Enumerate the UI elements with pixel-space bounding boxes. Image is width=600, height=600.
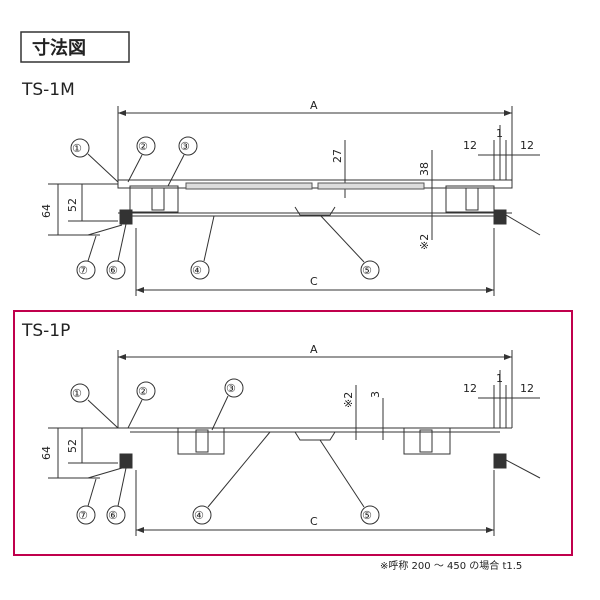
dim-a-bottom: A xyxy=(310,343,318,356)
svg-text:⑤: ⑤ xyxy=(362,509,372,522)
dim-note2-bottom: ※2 xyxy=(342,392,355,408)
svg-text:①: ① xyxy=(72,387,82,400)
dim-52-top: 52 xyxy=(66,198,79,212)
svg-text:⑥: ⑥ xyxy=(108,264,118,277)
callout-6-bottom: ⑥ xyxy=(106,467,127,525)
dim-12-right-top: 12 xyxy=(520,139,534,152)
dim-27-top: 27 xyxy=(331,149,344,163)
callout-5-bottom: ⑤ xyxy=(319,439,380,525)
callout-4-top: ④ xyxy=(190,215,215,280)
callout-6-top: ⑥ xyxy=(106,223,127,280)
dim-c-top: C xyxy=(310,275,318,288)
svg-text:②: ② xyxy=(138,140,148,153)
page-title: 寸法図 xyxy=(32,37,86,59)
dim-64-top: 64 xyxy=(40,204,53,218)
dim-3-bottom: 3 xyxy=(369,391,382,398)
callout-4-bottom: ④ xyxy=(192,431,271,525)
callout-2-bottom: ② xyxy=(127,381,156,429)
model-label-ts-1p: TS-1P xyxy=(21,321,70,341)
title-box xyxy=(20,31,130,63)
ts-1p-highlight-frame xyxy=(13,310,573,556)
svg-text:⑦: ⑦ xyxy=(78,509,88,522)
drawing-ts-1p: TS-1P A 12 1 12 ※2 3 64 52 xyxy=(21,321,541,536)
callout-2-top: ② xyxy=(127,136,156,183)
callout-7-top: ⑦ xyxy=(76,235,97,280)
dim-12-left-top: 12 xyxy=(463,139,477,152)
svg-text:③: ③ xyxy=(226,382,236,395)
dim-1-top: 1 xyxy=(496,127,503,140)
dim-64-bottom: 64 xyxy=(40,446,53,460)
svg-text:⑤: ⑤ xyxy=(362,264,372,277)
callout-5-top: ⑤ xyxy=(319,214,380,280)
dim-1-bottom: 1 xyxy=(496,372,503,385)
callout-1-top: ① xyxy=(70,138,119,183)
svg-text:②: ② xyxy=(138,385,148,398)
callout-3-top: ③ xyxy=(167,136,198,187)
dim-note2-top: ※2 xyxy=(418,234,431,250)
svg-text:③: ③ xyxy=(180,140,190,153)
callout-3-bottom: ③ xyxy=(211,378,244,431)
dim-c-bottom: C xyxy=(310,515,318,528)
svg-text:①: ① xyxy=(72,142,82,155)
header: 寸法図 xyxy=(20,31,130,63)
dim-52-bottom: 52 xyxy=(66,439,79,453)
callout-1-bottom: ① xyxy=(70,383,119,429)
svg-text:④: ④ xyxy=(194,509,204,522)
dim-a-top: A xyxy=(310,99,318,112)
dim-38-top: 38 xyxy=(418,162,431,176)
model-label-ts-1m: TS-1M xyxy=(21,80,75,100)
svg-text:⑦: ⑦ xyxy=(78,264,88,277)
svg-text:⑥: ⑥ xyxy=(108,509,118,522)
callout-7-bottom: ⑦ xyxy=(76,478,97,525)
dim-12-left-bottom: 12 xyxy=(463,382,477,395)
dim-12-right-bottom: 12 xyxy=(520,382,534,395)
drawing-ts-1m: TS-1M A 12 1 12 64 52 27 38 ※2 xyxy=(21,80,541,296)
footnote: ※呼称 200 ～ 450 の場合 t1.5 xyxy=(380,559,522,572)
svg-text:④: ④ xyxy=(192,264,202,277)
